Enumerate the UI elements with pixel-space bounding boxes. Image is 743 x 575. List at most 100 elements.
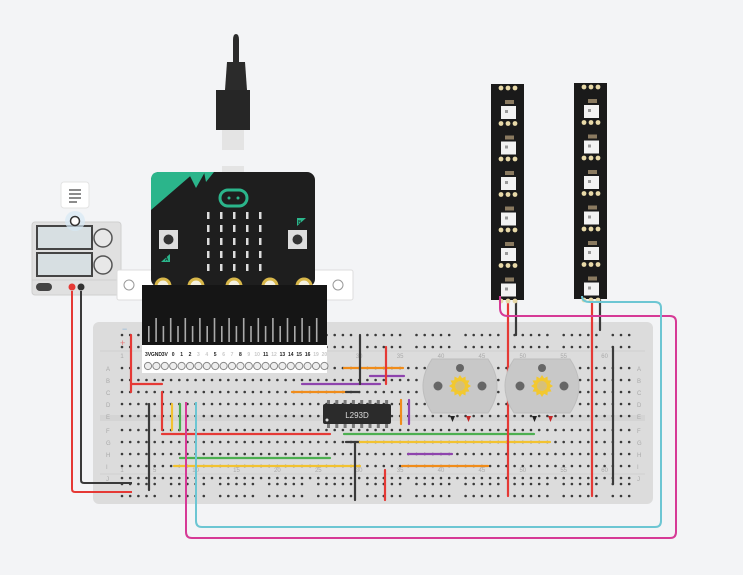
- hole[interactable]: [137, 464, 140, 468]
- hole[interactable]: [210, 378, 214, 382]
- rail-hole[interactable]: [333, 482, 337, 486]
- hole[interactable]: [259, 402, 263, 406]
- hole[interactable]: [546, 452, 549, 456]
- hole[interactable]: [546, 476, 549, 480]
- hole[interactable]: [145, 414, 148, 418]
- hole[interactable]: [259, 428, 263, 432]
- hole[interactable]: [333, 378, 337, 382]
- rail-hole[interactable]: [366, 482, 369, 486]
- rail-hole[interactable]: [349, 345, 353, 349]
- hole[interactable]: [218, 390, 222, 394]
- voltage-knob[interactable]: [93, 228, 113, 248]
- hole[interactable]: [488, 476, 492, 480]
- hole[interactable]: [415, 402, 418, 406]
- hole[interactable]: [300, 414, 304, 418]
- hole[interactable]: [513, 476, 516, 480]
- hole[interactable]: [480, 452, 484, 456]
- hole[interactable]: [562, 452, 565, 456]
- hole[interactable]: [595, 366, 598, 370]
- motor-terminal-positive[interactable]: [548, 416, 553, 422]
- rail-hole[interactable]: [341, 482, 345, 486]
- edge-pin-hole[interactable]: [169, 361, 178, 371]
- hole[interactable]: [513, 452, 516, 456]
- hole[interactable]: [587, 452, 590, 456]
- hole[interactable]: [603, 390, 606, 394]
- hole[interactable]: [554, 476, 557, 480]
- hole[interactable]: [390, 428, 394, 432]
- hole[interactable]: [267, 414, 271, 418]
- hole[interactable]: [619, 402, 623, 406]
- hole[interactable]: [587, 464, 590, 468]
- hole[interactable]: [145, 476, 148, 480]
- rail-hole[interactable]: [341, 333, 345, 337]
- rail-hole[interactable]: [423, 345, 427, 349]
- hole[interactable]: [308, 402, 312, 406]
- rail-hole[interactable]: [587, 482, 590, 486]
- hole[interactable]: [619, 378, 623, 382]
- hole[interactable]: [382, 378, 386, 382]
- hole[interactable]: [439, 476, 443, 480]
- hole[interactable]: [578, 378, 582, 382]
- rail-hole[interactable]: [267, 494, 271, 498]
- rail-hole[interactable]: [145, 494, 148, 498]
- hole[interactable]: [349, 428, 353, 432]
- rail-hole[interactable]: [537, 494, 541, 498]
- rail-hole[interactable]: [497, 482, 500, 486]
- hole[interactable]: [153, 414, 156, 418]
- rail-hole[interactable]: [251, 494, 255, 498]
- dc-motors[interactable]: [422, 358, 580, 422]
- hole[interactable]: [300, 378, 304, 382]
- rail-hole[interactable]: [317, 482, 320, 486]
- hole[interactable]: [439, 428, 443, 432]
- rail-hole[interactable]: [488, 494, 492, 498]
- rail-hole[interactable]: [546, 333, 549, 337]
- hole[interactable]: [513, 464, 516, 468]
- hole[interactable]: [169, 464, 173, 468]
- hole[interactable]: [398, 452, 402, 456]
- hole[interactable]: [153, 402, 156, 406]
- rail-hole[interactable]: [415, 494, 418, 498]
- rail-hole[interactable]: [497, 345, 500, 349]
- rail-hole[interactable]: [488, 345, 492, 349]
- hole[interactable]: [423, 366, 427, 370]
- hole[interactable]: [267, 440, 271, 444]
- rail-hole[interactable]: [431, 345, 435, 349]
- button-b-cap[interactable]: [292, 234, 303, 245]
- hole[interactable]: [243, 476, 246, 480]
- rail-hole[interactable]: [529, 494, 533, 498]
- hole[interactable]: [292, 378, 296, 382]
- hole[interactable]: [194, 390, 197, 394]
- hole[interactable]: [308, 452, 312, 456]
- hole[interactable]: [128, 414, 132, 418]
- hole[interactable]: [128, 440, 132, 444]
- hole[interactable]: [497, 428, 500, 432]
- hole[interactable]: [210, 476, 214, 480]
- hole[interactable]: [521, 452, 525, 456]
- rail-hole[interactable]: [251, 482, 255, 486]
- hole[interactable]: [120, 390, 124, 394]
- hole[interactable]: [529, 428, 533, 432]
- hole[interactable]: [251, 402, 255, 406]
- rail-hole[interactable]: [390, 345, 394, 349]
- hole[interactable]: [398, 428, 402, 432]
- hole[interactable]: [415, 366, 418, 370]
- hole[interactable]: [578, 476, 582, 480]
- hole[interactable]: [251, 390, 255, 394]
- hole[interactable]: [341, 476, 345, 480]
- rail-hole[interactable]: [276, 494, 279, 498]
- rail-hole[interactable]: [341, 494, 345, 498]
- hole[interactable]: [578, 366, 582, 370]
- hole[interactable]: [349, 378, 353, 382]
- hole[interactable]: [137, 402, 140, 406]
- hole[interactable]: [374, 428, 377, 432]
- rail-hole[interactable]: [398, 333, 402, 337]
- hole[interactable]: [398, 390, 402, 394]
- edge-pin-hole[interactable]: [295, 361, 304, 371]
- edge-pin-hole[interactable]: [320, 361, 329, 371]
- hole[interactable]: [603, 476, 606, 480]
- wire-ps-positive[interactable]: [71, 291, 132, 493]
- hole[interactable]: [251, 452, 255, 456]
- hole[interactable]: [627, 464, 631, 468]
- hole[interactable]: [619, 452, 623, 456]
- hole[interactable]: [627, 414, 631, 418]
